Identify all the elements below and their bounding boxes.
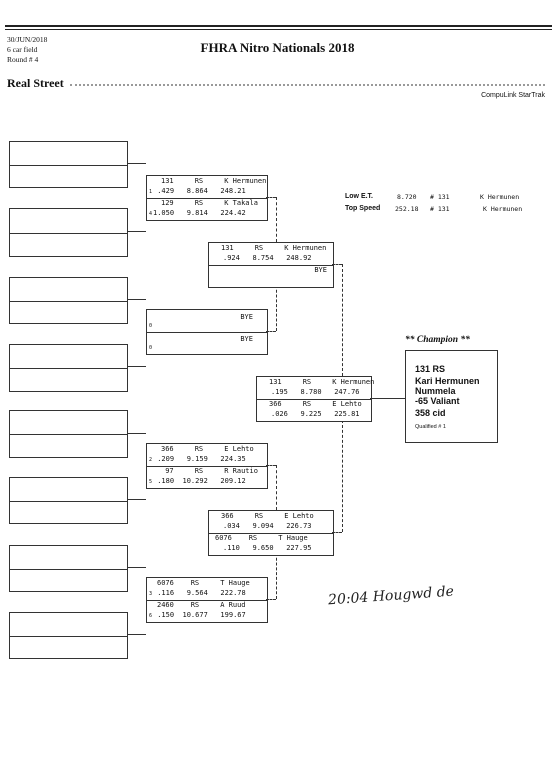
racer-entry: 366 RS E Lehto	[221, 512, 314, 520]
racer-times: .150 10.677 199.67	[153, 611, 246, 619]
lane-number: 4	[149, 211, 153, 217]
bracket-tick	[128, 499, 146, 500]
racer-times: .110 9.650 227.95	[223, 544, 312, 552]
champion-name: Kari Hermunen	[415, 376, 480, 386]
empty-slot-box	[9, 344, 128, 392]
lane-number: 3	[149, 591, 153, 597]
event-title: FHRA Nitro Nationals 2018	[200, 40, 355, 55]
bracket-tick	[128, 163, 146, 164]
champion-connector	[370, 398, 405, 399]
empty-slot-box	[9, 612, 128, 659]
racer-entry: 131 RS K Hermunen	[161, 177, 267, 185]
champion-car: -65 Valiant	[415, 396, 460, 406]
racer-times: .924 8.754 248.92	[223, 254, 312, 262]
racer-times: .034 9.094 226.73	[223, 522, 312, 530]
connector	[266, 331, 276, 332]
champion-number-class: 131 RS	[415, 364, 446, 374]
vendor-name: CompuLink StarTrak	[481, 92, 545, 99]
connector	[276, 465, 277, 510]
top-speed-driver: K Hermunen	[483, 205, 523, 213]
bye-label: BYE	[240, 335, 253, 343]
round2-match2: 366 RS E Lehto .034 9.094 226.73 6076 RS…	[208, 510, 334, 556]
top-speed-car: # 131	[430, 205, 450, 213]
connector	[266, 465, 276, 466]
top-speed-value: 252.18	[395, 205, 419, 213]
racer-entry: 131 RS K Hermunen	[269, 378, 375, 386]
bracket-tick	[128, 366, 146, 367]
bracket-tick	[128, 634, 146, 635]
bracket-tick	[128, 567, 146, 568]
bracket-tick	[128, 433, 146, 434]
final-match: 131 RS K Hermunen .195 8.780 247.76 366 …	[256, 376, 375, 422]
racer-times: .195 8.780 247.76	[271, 388, 360, 396]
bracket-tick	[128, 231, 146, 232]
round1-match3: 366 RS E Lehto 2 .209 9.159 224.35 97 RS…	[146, 443, 268, 489]
connector	[342, 420, 343, 532]
top-speed-label: Top Speed	[345, 205, 381, 212]
lane-mark: 0	[149, 323, 153, 329]
empty-slot-box	[9, 277, 128, 324]
connector	[276, 197, 277, 242]
lane-number: 1	[149, 189, 153, 195]
low-et-driver: K Hermunen	[480, 193, 520, 201]
empty-slot-box	[9, 208, 128, 257]
racer-times: .429 8.864 248.21	[153, 187, 246, 195]
racer-times: .180 10.292 209.12	[153, 477, 246, 485]
racer-entry: 366 RS E Lehto	[161, 445, 254, 453]
racer-entry: 366 RS E Lehto	[269, 400, 362, 408]
champion-qualified: Qualified # 1	[415, 424, 446, 430]
connector	[266, 197, 276, 198]
connector	[266, 599, 276, 600]
round-number: Round # 4	[7, 55, 39, 64]
event-date: 30/JUN/2018	[7, 35, 48, 44]
connector	[342, 264, 343, 376]
round1-match4: 6076 RS T Hauge 3 .116 9.564 222.78 2460…	[146, 577, 268, 623]
class-divider	[70, 84, 545, 88]
connector	[276, 285, 277, 331]
field-size: 6 car field	[7, 45, 38, 54]
lane-number: 6	[149, 613, 153, 619]
racer-times: .209 9.159 224.35	[153, 455, 246, 463]
empty-slot-box	[9, 545, 128, 592]
lane-number: 2	[149, 457, 153, 463]
low-et-value: 8.720	[397, 193, 417, 201]
racer-entry: 97 RS R Rautio	[161, 467, 258, 475]
class-name: Real Street	[7, 76, 64, 90]
racer-entry: 6076 RS T Hauge	[215, 534, 308, 542]
racer-times: .116 9.564 222.78	[153, 589, 246, 597]
lane-mark: 0	[149, 345, 153, 351]
champion-city: Nummela	[415, 386, 456, 396]
racer-entry: 2460 RS A Ruud	[157, 601, 246, 609]
empty-slot-box	[9, 477, 128, 524]
bracket-tick	[128, 299, 146, 300]
champion-title: ** Champion **	[405, 335, 470, 345]
connector	[276, 553, 277, 599]
racer-entry: 131 RS K Hermunen	[221, 244, 327, 252]
round2-match1: 131 RS K Hermunen .924 8.754 248.92 BYE	[208, 242, 334, 288]
low-et-label: Low E.T.	[345, 193, 373, 200]
bye-label: BYE	[314, 266, 327, 274]
header-rule	[5, 25, 552, 27]
racer-entry: 129 RS K Takala	[161, 199, 258, 207]
connector	[332, 532, 342, 533]
empty-slot-box	[9, 410, 128, 458]
round1-match1: 131 RS K Hermunen 1 .429 8.864 248.21 12…	[146, 175, 268, 221]
empty-slot-box	[9, 141, 128, 188]
champion-box: 131 RS Kari Hermunen Nummela -65 Valiant…	[405, 350, 498, 443]
champion-engine: 358 cid	[415, 408, 446, 418]
header-rule-thin	[5, 29, 552, 30]
handwritten-note: 20:04 Hougwd de	[327, 583, 455, 609]
racer-times: 1.050 9.814 224.42	[153, 209, 246, 217]
low-et-car: # 131	[430, 193, 450, 201]
lane-number: 5	[149, 479, 153, 485]
bye-label: BYE	[240, 313, 253, 321]
round1-match2: BYE 0 BYE 0	[146, 309, 268, 355]
racer-entry: 6076 RS T Hauge	[157, 579, 250, 587]
racer-times: .026 9.225 225.81	[271, 410, 360, 418]
connector	[332, 264, 342, 265]
